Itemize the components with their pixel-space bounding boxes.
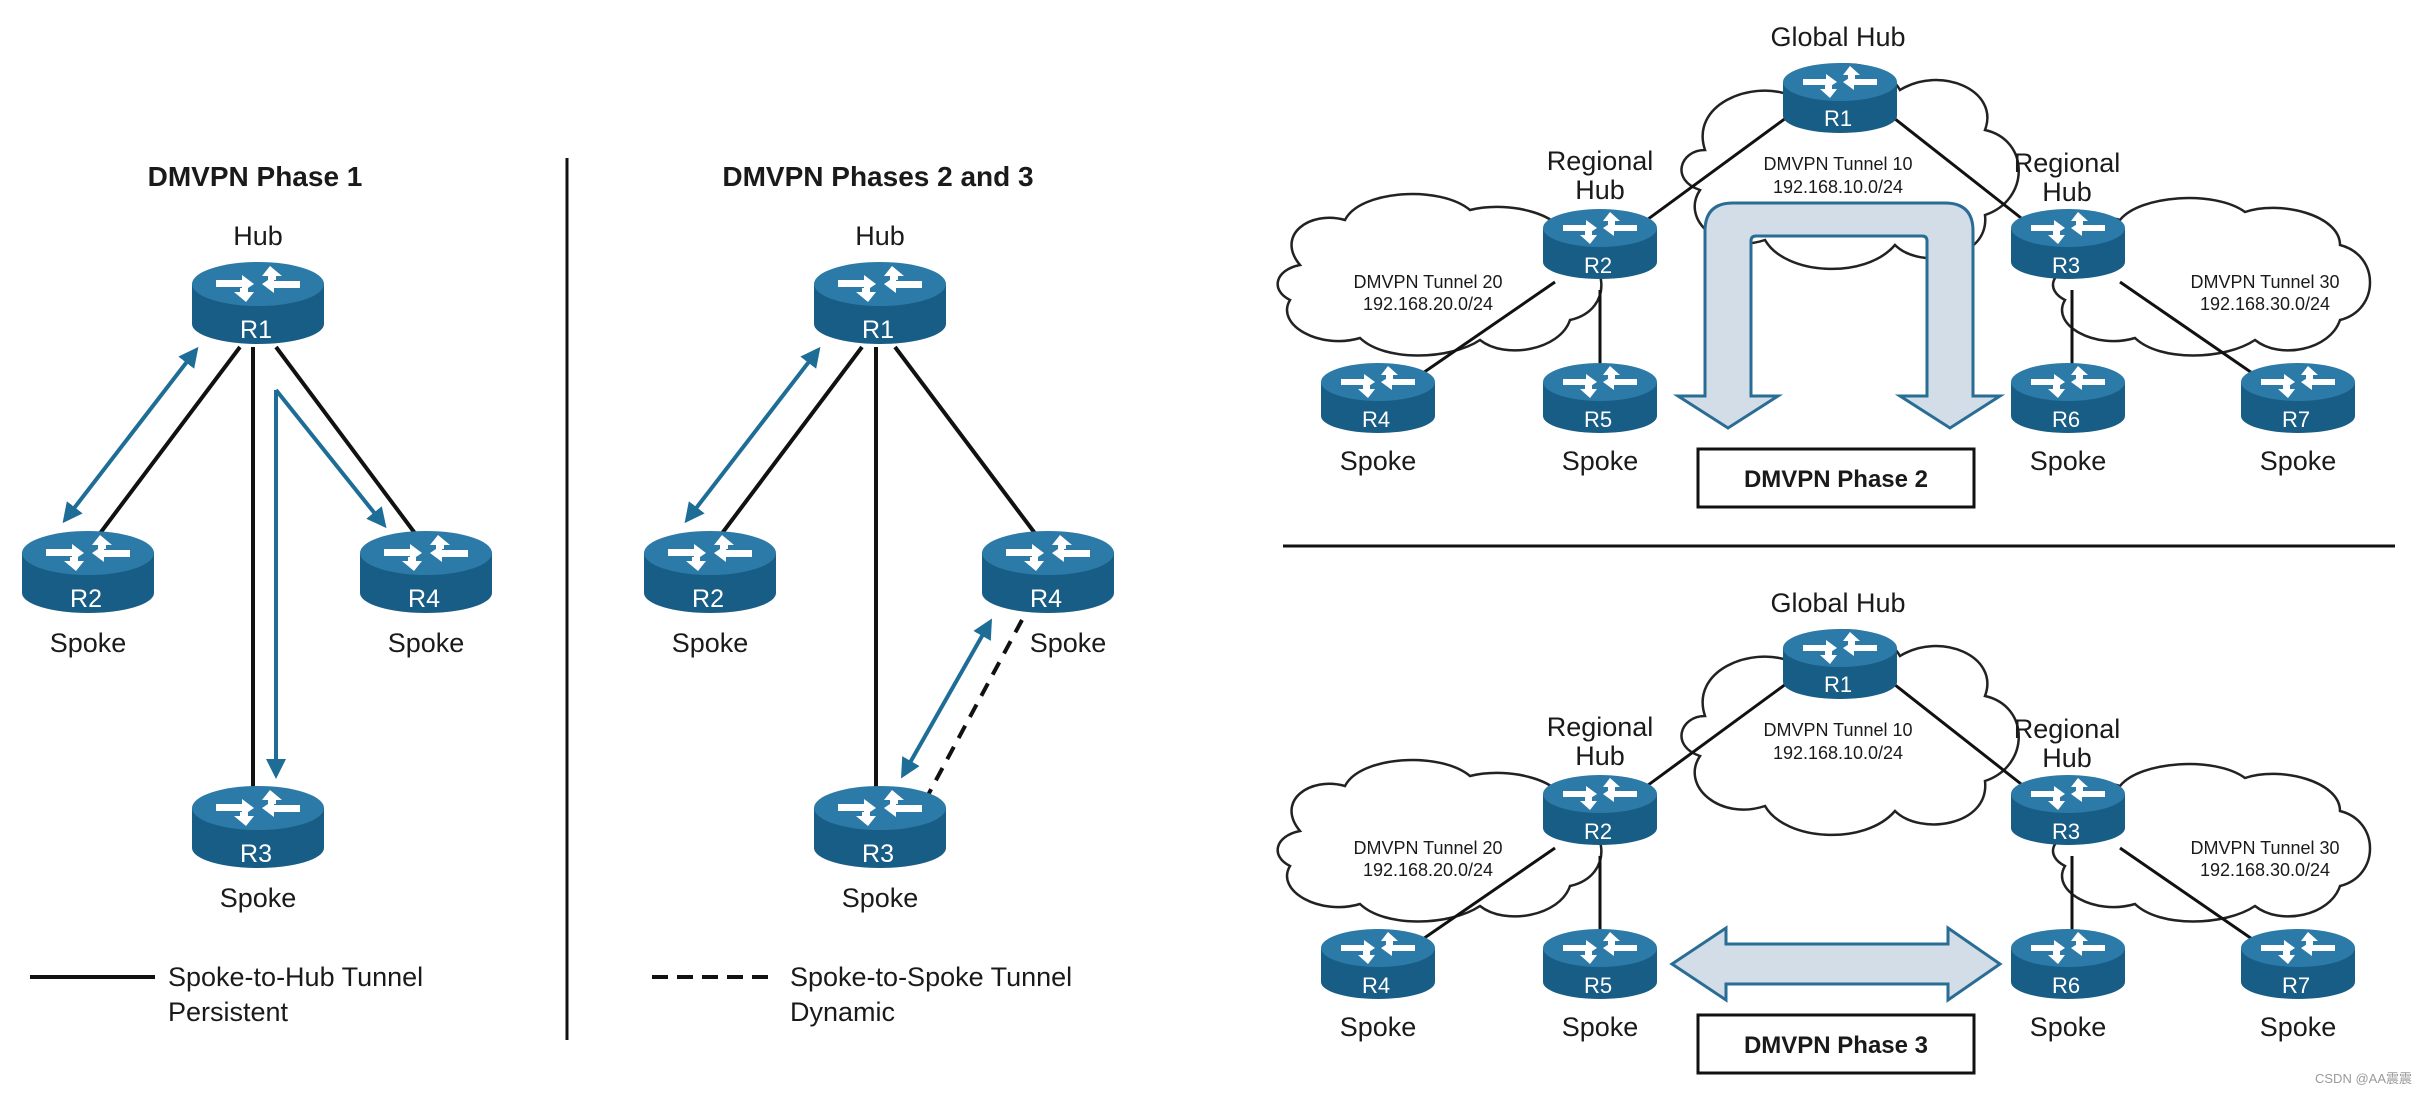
- router-r1-label: R1: [240, 316, 272, 344]
- spoke-label-r6: Spoke: [2030, 446, 2107, 476]
- spoke-label-r2: Spoke: [672, 628, 749, 658]
- phase2-flow-arrow: [1672, 201, 2006, 430]
- tunnel30-subnet: 192.168.30.0/24: [2200, 860, 2330, 880]
- router-r7-label: R7: [2282, 407, 2310, 432]
- spoke-label-r2: Spoke: [50, 628, 127, 658]
- router-r1-label: R1: [1824, 106, 1852, 131]
- router-r1-label: R1: [1824, 672, 1852, 697]
- phase23-title: DMVPN Phases 2 and 3: [722, 161, 1033, 192]
- link-r1-r2: [1639, 679, 1791, 793]
- router-r4-label: R4: [408, 585, 440, 613]
- legend-line2: Dynamic: [790, 997, 895, 1027]
- legend-line2: Persistent: [168, 997, 289, 1027]
- spoke-label-r4: Spoke: [1340, 446, 1417, 476]
- router-r6-label: R6: [2052, 407, 2080, 432]
- router-r3-label: R3: [2052, 819, 2080, 844]
- tunnel20-name: DMVPN Tunnel 20: [1353, 838, 1502, 858]
- router-r1-label: R1: [862, 316, 894, 344]
- flow-arrow-r1-r2: [684, 346, 821, 524]
- legend-line1: Spoke-to-Hub Tunnel: [168, 962, 423, 992]
- cloud-tunnel30: [2051, 762, 2372, 923]
- cloud-tunnel30: [2051, 196, 2372, 357]
- phase1-panel: DMVPN Phase 1 Hub R1 R2 Spoke R4 Spoke R…: [22, 161, 492, 1027]
- regional-hub-right-line2: Hub: [2042, 743, 2092, 773]
- tunnel20-subnet: 192.168.20.0/24: [1363, 860, 1493, 880]
- router-r2-label: R2: [1584, 253, 1612, 278]
- router-r4-label: R4: [1362, 407, 1390, 432]
- link-r1-r2: [1639, 113, 1791, 227]
- regional-hub-left-line2: Hub: [1575, 175, 1625, 205]
- spoke-label-r4: Spoke: [388, 628, 465, 658]
- tunnel-r1-r4: [893, 345, 1042, 542]
- spoke-label-r6: Spoke: [2030, 1012, 2107, 1042]
- tunnel10-subnet: 192.168.10.0/24: [1773, 743, 1903, 763]
- router-r2-label: R2: [692, 585, 724, 613]
- flow-arrow-r1-r4: [274, 388, 387, 529]
- phase3-box-label: DMVPN Phase 3: [1744, 1032, 1928, 1059]
- phase1-title: DMVPN Phase 1: [148, 161, 363, 192]
- tunnel20-subnet: 192.168.20.0/24: [1363, 294, 1493, 314]
- router-r4-label: R4: [1030, 585, 1062, 613]
- flow-arrow-r1-r2: [62, 346, 199, 524]
- router-r4-label: R4: [1362, 973, 1390, 998]
- spoke-label-r7: Spoke: [2260, 1012, 2337, 1042]
- spoke-label-r5: Spoke: [1562, 446, 1639, 476]
- tunnel30-name: DMVPN Tunnel 30: [2190, 272, 2339, 292]
- tunnel20-name: DMVPN Tunnel 20: [1353, 272, 1502, 292]
- link-r1-r3: [1889, 679, 2031, 793]
- spoke-label-r7: Spoke: [2260, 446, 2337, 476]
- hierarchy-phase3: Global Hub DMVPN Tunnel 10 192.168.10.0/…: [1276, 588, 2372, 1075]
- router-r6-label: R6: [2052, 973, 2080, 998]
- tunnel10-name: DMVPN Tunnel 10: [1763, 154, 1912, 174]
- tunnel10-name: DMVPN Tunnel 10: [1763, 720, 1912, 740]
- router-r7-label: R7: [2282, 973, 2310, 998]
- tunnel-r1-r4: [274, 345, 422, 542]
- regional-hub-right-line1: Regional: [2014, 714, 2121, 744]
- phase23-hub-label: Hub: [855, 221, 905, 251]
- router-r3-label: R3: [240, 840, 272, 868]
- phase2-box-label: DMVPN Phase 2: [1744, 466, 1928, 493]
- link-r2-r4: [1419, 846, 1556, 943]
- router-r5-label: R5: [1584, 973, 1612, 998]
- link-r3-r7: [2119, 846, 2256, 943]
- regional-hub-left-line1: Regional: [1547, 712, 1654, 742]
- router-r3-label: R3: [2052, 253, 2080, 278]
- regional-hub-right-line2: Hub: [2042, 177, 2092, 207]
- hierarchy-phase2: Global Hub DMVPN Tunnel 10 192.168.10.0/…: [1276, 22, 2372, 509]
- cloud-tunnel20: [1276, 192, 1603, 357]
- phase23-panel: DMVPN Phases 2 and 3 Hub R1 R2 Spoke R4 …: [644, 161, 1114, 1027]
- spoke-label-r4: Spoke: [1030, 628, 1107, 658]
- phase2-box: [1696, 447, 1976, 509]
- link-r2-r4: [1419, 280, 1556, 377]
- spoke-label-r3: Spoke: [842, 883, 919, 913]
- global-hub-label: Global Hub: [1770, 588, 1905, 618]
- router-r2-label: R2: [70, 585, 102, 613]
- router-r5-label: R5: [1584, 407, 1612, 432]
- flow-arrow-r4-r3: [901, 618, 992, 779]
- router-r3-label: R3: [862, 840, 894, 868]
- watermark: CSDN @AA震震: [2315, 1071, 2412, 1086]
- global-hub-label: Global Hub: [1770, 22, 1905, 52]
- link-r1-r3: [1889, 113, 2031, 227]
- router-r2-label: R2: [1584, 819, 1612, 844]
- spoke-label-r4: Spoke: [1340, 1012, 1417, 1042]
- phase3-box: [1696, 1013, 1976, 1075]
- cloud-tunnel20: [1276, 758, 1603, 923]
- tunnel30-subnet: 192.168.30.0/24: [2200, 294, 2330, 314]
- spoke-label-r3: Spoke: [220, 883, 297, 913]
- phase3-flow-arrow: [1669, 925, 2003, 1003]
- link-r3-r7: [2119, 280, 2256, 377]
- regional-hub-left-line2: Hub: [1575, 741, 1625, 771]
- spoke-label-r5: Spoke: [1562, 1012, 1639, 1042]
- tunnel10-subnet: 192.168.10.0/24: [1773, 177, 1903, 197]
- phase1-hub-label: Hub: [233, 221, 283, 251]
- tunnel-r1-r2: [715, 345, 864, 542]
- tunnel-r1-r2: [93, 345, 242, 542]
- tunnel30-name: DMVPN Tunnel 30: [2190, 838, 2339, 858]
- regional-hub-right-line1: Regional: [2014, 148, 2121, 178]
- legend-line1: Spoke-to-Spoke Tunnel: [790, 962, 1072, 992]
- regional-hub-left-line1: Regional: [1547, 146, 1654, 176]
